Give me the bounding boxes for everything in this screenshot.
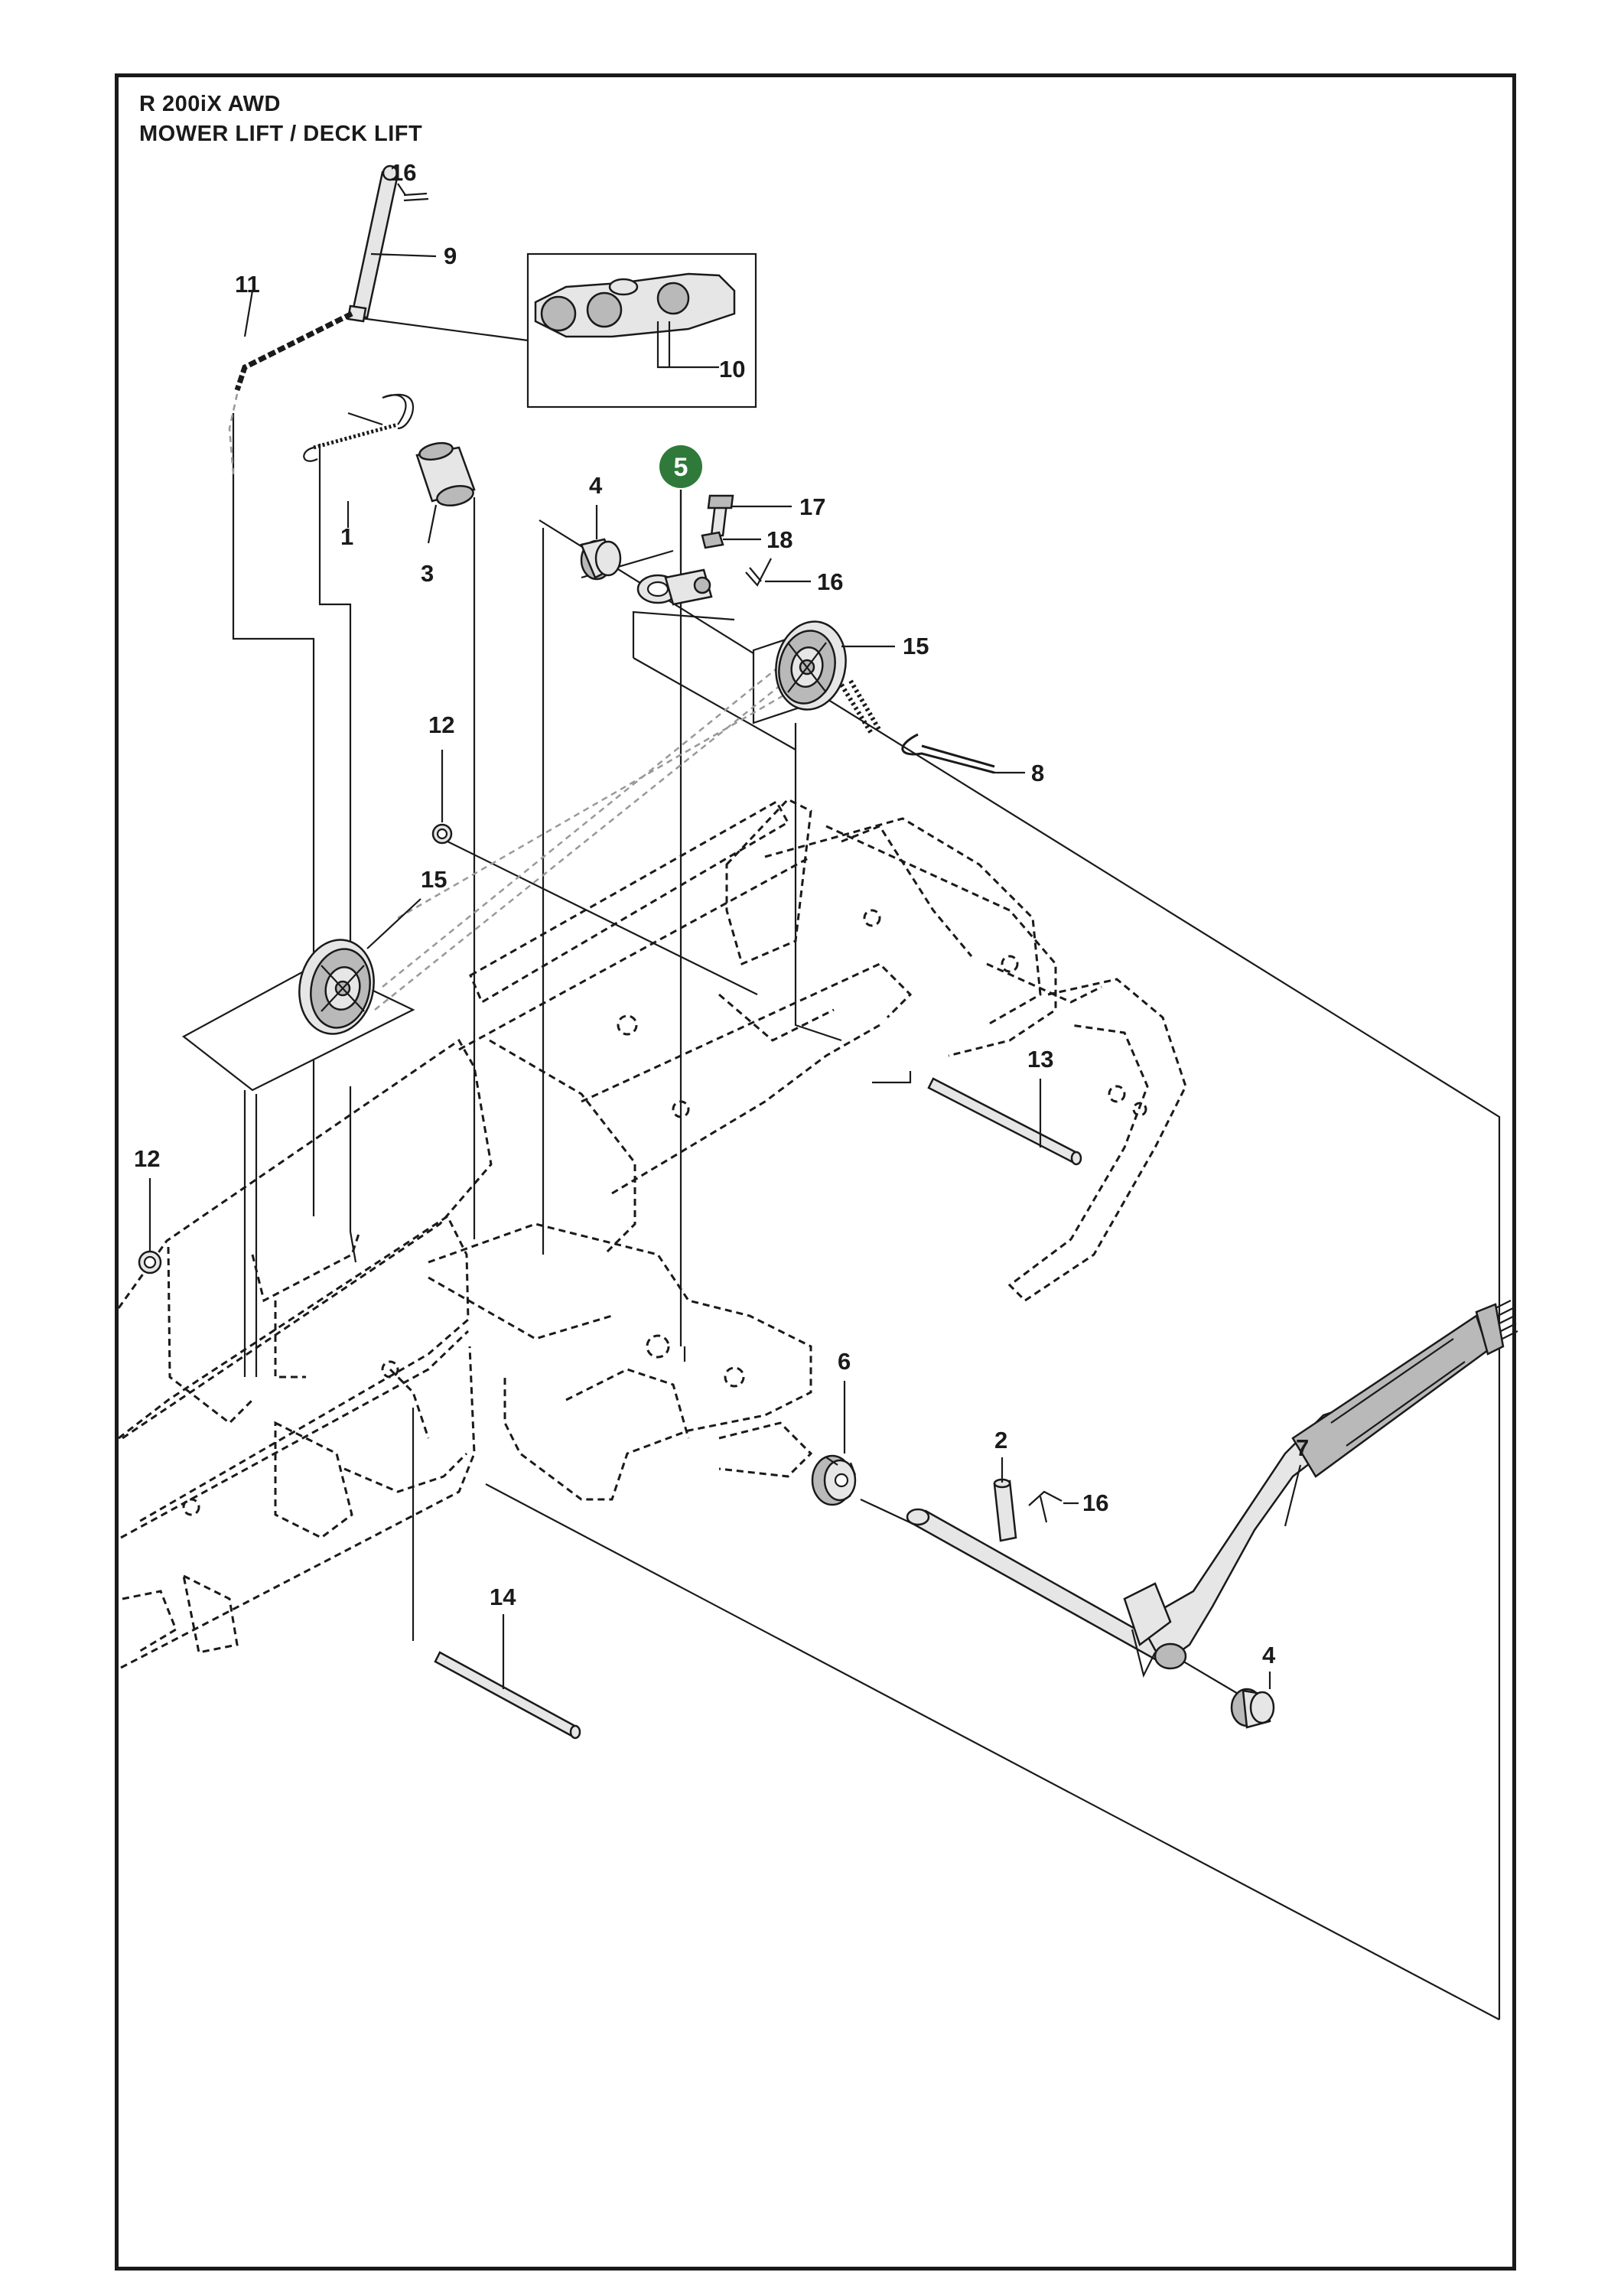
- drawing-frame: [115, 73, 1516, 2271]
- callout-6[interactable]: 6: [838, 1348, 851, 1375]
- part-12-clip-lower[interactable]: [138, 1250, 162, 1274]
- section-title: MOWER LIFT / DECK LIFT: [139, 122, 423, 146]
- part-7-lift-handle[interactable]: [906, 1300, 1518, 1678]
- part-16-cotter-pin-bottom[interactable]: [1028, 1490, 1063, 1523]
- callout-9[interactable]: 9: [444, 243, 457, 269]
- callout-3[interactable]: 3: [421, 560, 434, 587]
- callout-12-upper[interactable]: 12: [428, 711, 454, 738]
- callout-11[interactable]: 11: [235, 271, 260, 298]
- callout-5: 5: [674, 453, 688, 482]
- callout-10[interactable]: 10: [719, 356, 745, 382]
- part-15-belt-section: [839, 679, 882, 736]
- part-16-cotter-pin-middle[interactable]: [745, 558, 772, 587]
- callout-5-highlighted[interactable]: 5: [659, 445, 702, 488]
- part-12-clip-upper[interactable]: [431, 823, 453, 845]
- callout-18[interactable]: 18: [766, 526, 792, 553]
- part-17-bolt[interactable]: [707, 494, 734, 537]
- part-15-pulley-upper[interactable]: [768, 615, 854, 716]
- callout-16[interactable]: 16: [390, 159, 416, 186]
- part-8-hair-pin-clip[interactable]: [901, 733, 995, 774]
- callout-4-upper[interactable]: 4: [589, 472, 603, 499]
- callout-15-upper[interactable]: 15: [903, 633, 929, 659]
- callout-4-lower[interactable]: 4: [1262, 1642, 1276, 1668]
- callout-16-middle[interactable]: 16: [817, 568, 843, 595]
- part-4-bushing-lower[interactable]: [1230, 1688, 1275, 1729]
- callout-14[interactable]: 14: [490, 1584, 516, 1610]
- model-title: R 200iX AWD: [139, 92, 281, 116]
- callout-17[interactable]: 17: [799, 493, 825, 520]
- part-5-lift-lug[interactable]: [636, 568, 713, 606]
- callout-12-lower[interactable]: 12: [134, 1145, 160, 1172]
- callout-leaders: [148, 183, 1302, 1689]
- part-4-bushing-upper[interactable]: [580, 538, 622, 581]
- highlight-badge: [659, 445, 702, 488]
- callout-13[interactable]: 13: [1027, 1046, 1053, 1073]
- part-10-chain-link-detail: [526, 252, 757, 409]
- part-9-lift-rod[interactable]: [347, 164, 399, 323]
- callout-1[interactable]: 1: [340, 523, 353, 550]
- part-3-bushing[interactable]: [415, 441, 476, 509]
- part-16-cotter-pin-top[interactable]: [403, 192, 429, 202]
- part-18-nut[interactable]: [701, 531, 724, 549]
- part-11-chain[interactable]: [228, 311, 353, 475]
- callout-7[interactable]: 7: [1296, 1434, 1309, 1461]
- callout-2[interactable]: 2: [994, 1427, 1007, 1454]
- part-1-spring[interactable]: [303, 393, 414, 462]
- part-14-pivot-rod[interactable]: [434, 1651, 581, 1740]
- part-13-pivot-rod[interactable]: [927, 1077, 1082, 1166]
- part-2-pin[interactable]: [993, 1478, 1017, 1542]
- part-15-pulley-lower[interactable]: [291, 933, 382, 1040]
- callout-8[interactable]: 8: [1031, 760, 1044, 786]
- callout-labels: 16 9 11 10 1 3 4 17 18 16 15 8 12 15 12 …: [134, 159, 1309, 1668]
- callout-15-lower[interactable]: 15: [421, 866, 447, 893]
- part-6-ratchet[interactable]: [811, 1454, 857, 1506]
- chassis-frame-phantom: [117, 798, 1187, 1669]
- callout-16-bottom[interactable]: 16: [1082, 1489, 1108, 1516]
